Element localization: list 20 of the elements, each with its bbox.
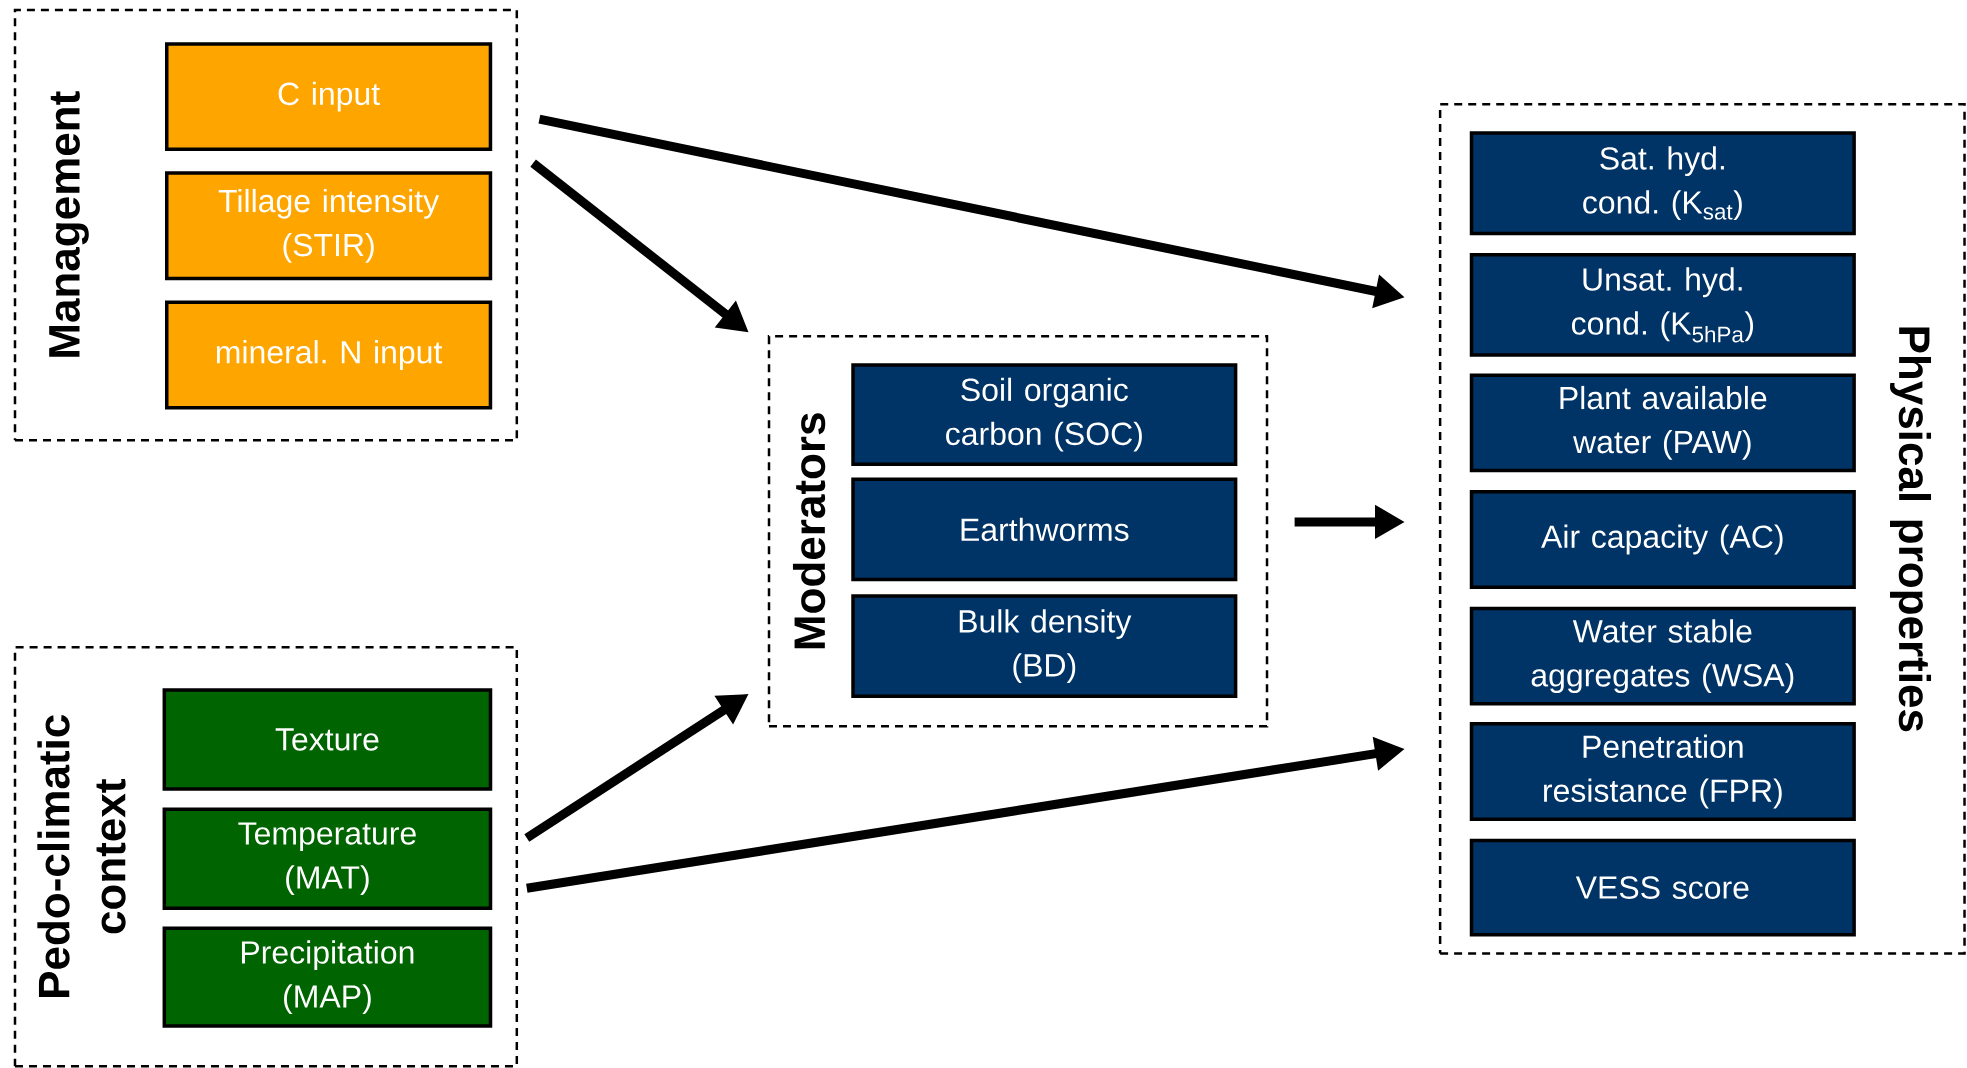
variable-box: Air capacity (AC) [1469,490,1856,589]
variable-box: Tillage intensity (STIR) [165,171,493,281]
variable-box: Water stable aggregates (WSA) [1469,606,1856,706]
variable-box: Sat. hyd. cond. (K$_{sat}$) [1469,131,1856,236]
variable-box: mineral. N input [165,300,493,410]
variable-box: VESS score [1469,838,1856,937]
group-title: Pedo-climatic context [37,715,126,997]
group-title: Physical properties [1890,327,1932,732]
variable-box: Soil organic carbon (SOC) [851,363,1238,466]
variable-box: Temperature (MAT) [162,807,493,910]
variable-box: Earthworms [851,477,1238,582]
variable-box: Plant available water (PAW) [1469,373,1856,473]
group-title: Moderators [792,413,826,649]
variable-box: Bulk density (BD) [851,594,1238,699]
variable-box: Precipitation (MAP) [162,926,493,1028]
variable-box: C input [165,42,493,152]
variable-box: Unsat. hyd. cond. (K$_{5hPa}$) [1469,252,1856,357]
variable-box: Texture [162,688,493,791]
group-title: Management [49,91,89,357]
variable-box: Penetration resistance (FPR) [1469,722,1856,821]
